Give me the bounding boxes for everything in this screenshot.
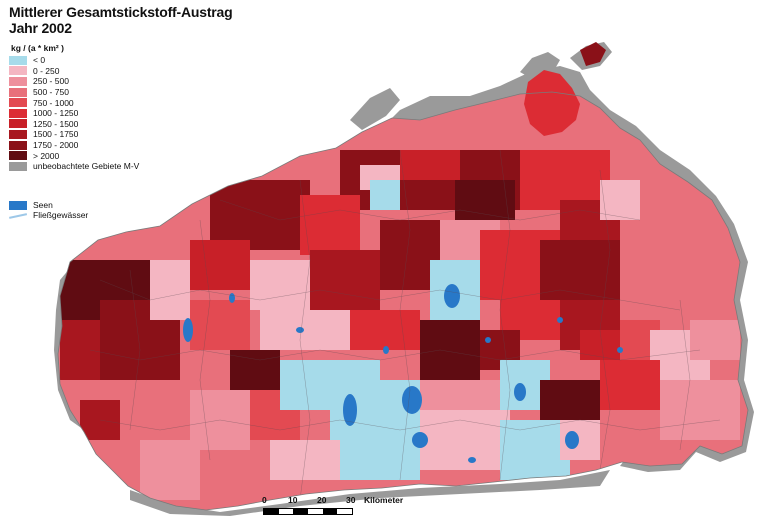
legend-row: > 2000	[9, 150, 139, 161]
legend-swatch	[9, 119, 27, 129]
legend-swatch	[9, 140, 27, 150]
legend-row-unobserved: unbeobachtete Gebiete M-V	[9, 161, 139, 172]
legend-label: 250 - 500	[33, 76, 69, 87]
legend-swatch-lakes	[9, 200, 27, 210]
legend-label: 1000 - 1250	[33, 108, 79, 119]
legend-row: 1250 - 1500	[9, 119, 139, 130]
scale-tick-20: 20	[317, 495, 327, 505]
map-title-line1: Mittlerer Gesamtstickstoff-Austrag	[9, 4, 233, 20]
legend-swatch	[9, 66, 27, 76]
legend-label: 1250 - 1500	[33, 118, 79, 129]
map-title-line2: Jahr 2002	[9, 20, 72, 36]
legend-row-lakes: Seen	[9, 200, 88, 210]
legend-swatch	[9, 76, 27, 86]
legend-label: 500 - 750	[33, 87, 69, 98]
legend-row-rivers: Fließgewässer	[9, 210, 88, 220]
scale-bar: 0 10 20 30 Kilometer	[258, 495, 418, 515]
legend-row: < 0	[9, 55, 139, 66]
legend-label: > 2000	[33, 150, 60, 161]
legend-swatch	[9, 129, 27, 139]
legend-row: 1750 - 2000	[9, 140, 139, 151]
legend-swatch	[9, 98, 27, 108]
legend-label: 750 - 1000	[33, 97, 74, 108]
legend-label-unobserved: unbeobachtete Gebiete M-V	[33, 161, 140, 172]
scale-tick-30: 30	[346, 495, 356, 505]
scale-unit: Kilometer	[364, 495, 404, 505]
legend-label: < 0	[33, 55, 46, 66]
legend-swatch	[9, 55, 27, 65]
legend-label: 1500 - 1750	[33, 129, 79, 140]
scale-tick-0: 0	[262, 495, 267, 505]
legend-row: 500 - 750	[9, 87, 139, 98]
legend-row: 250 - 500	[9, 76, 139, 87]
legend-swatch	[9, 87, 27, 97]
legend-row: 1000 - 1250	[9, 108, 139, 119]
legend-label: 0 - 250	[33, 65, 60, 76]
catchment-boundaries	[89, 149, 721, 501]
legend-label-rivers: Fließgewässer	[33, 210, 89, 220]
legend-row: 750 - 1000	[9, 97, 139, 108]
water-legend: Seen Fließgewässer	[9, 200, 88, 220]
scale-bar-graphic	[263, 508, 353, 515]
legend-label-lakes: Seen	[33, 200, 53, 210]
legend-row: 0 - 250	[9, 66, 139, 77]
scale-tick-10: 10	[288, 495, 298, 505]
lakes	[183, 284, 623, 463]
legend-swatch-rivers	[9, 211, 27, 220]
legend-label: 1750 - 2000	[33, 140, 79, 151]
legend-row: 1500 - 1750	[9, 129, 139, 140]
legend-swatch	[9, 151, 27, 161]
island-detail	[524, 70, 580, 136]
legend-unit: kg / (a * km² )	[11, 43, 64, 53]
legend-swatch	[9, 108, 27, 118]
map-title: Mittlerer Gesamtstickstoff-Austrag Jahr …	[9, 4, 233, 36]
legend-swatch-unobserved	[9, 161, 27, 171]
island-detail-2	[580, 42, 606, 66]
state-outline	[57, 91, 749, 511]
